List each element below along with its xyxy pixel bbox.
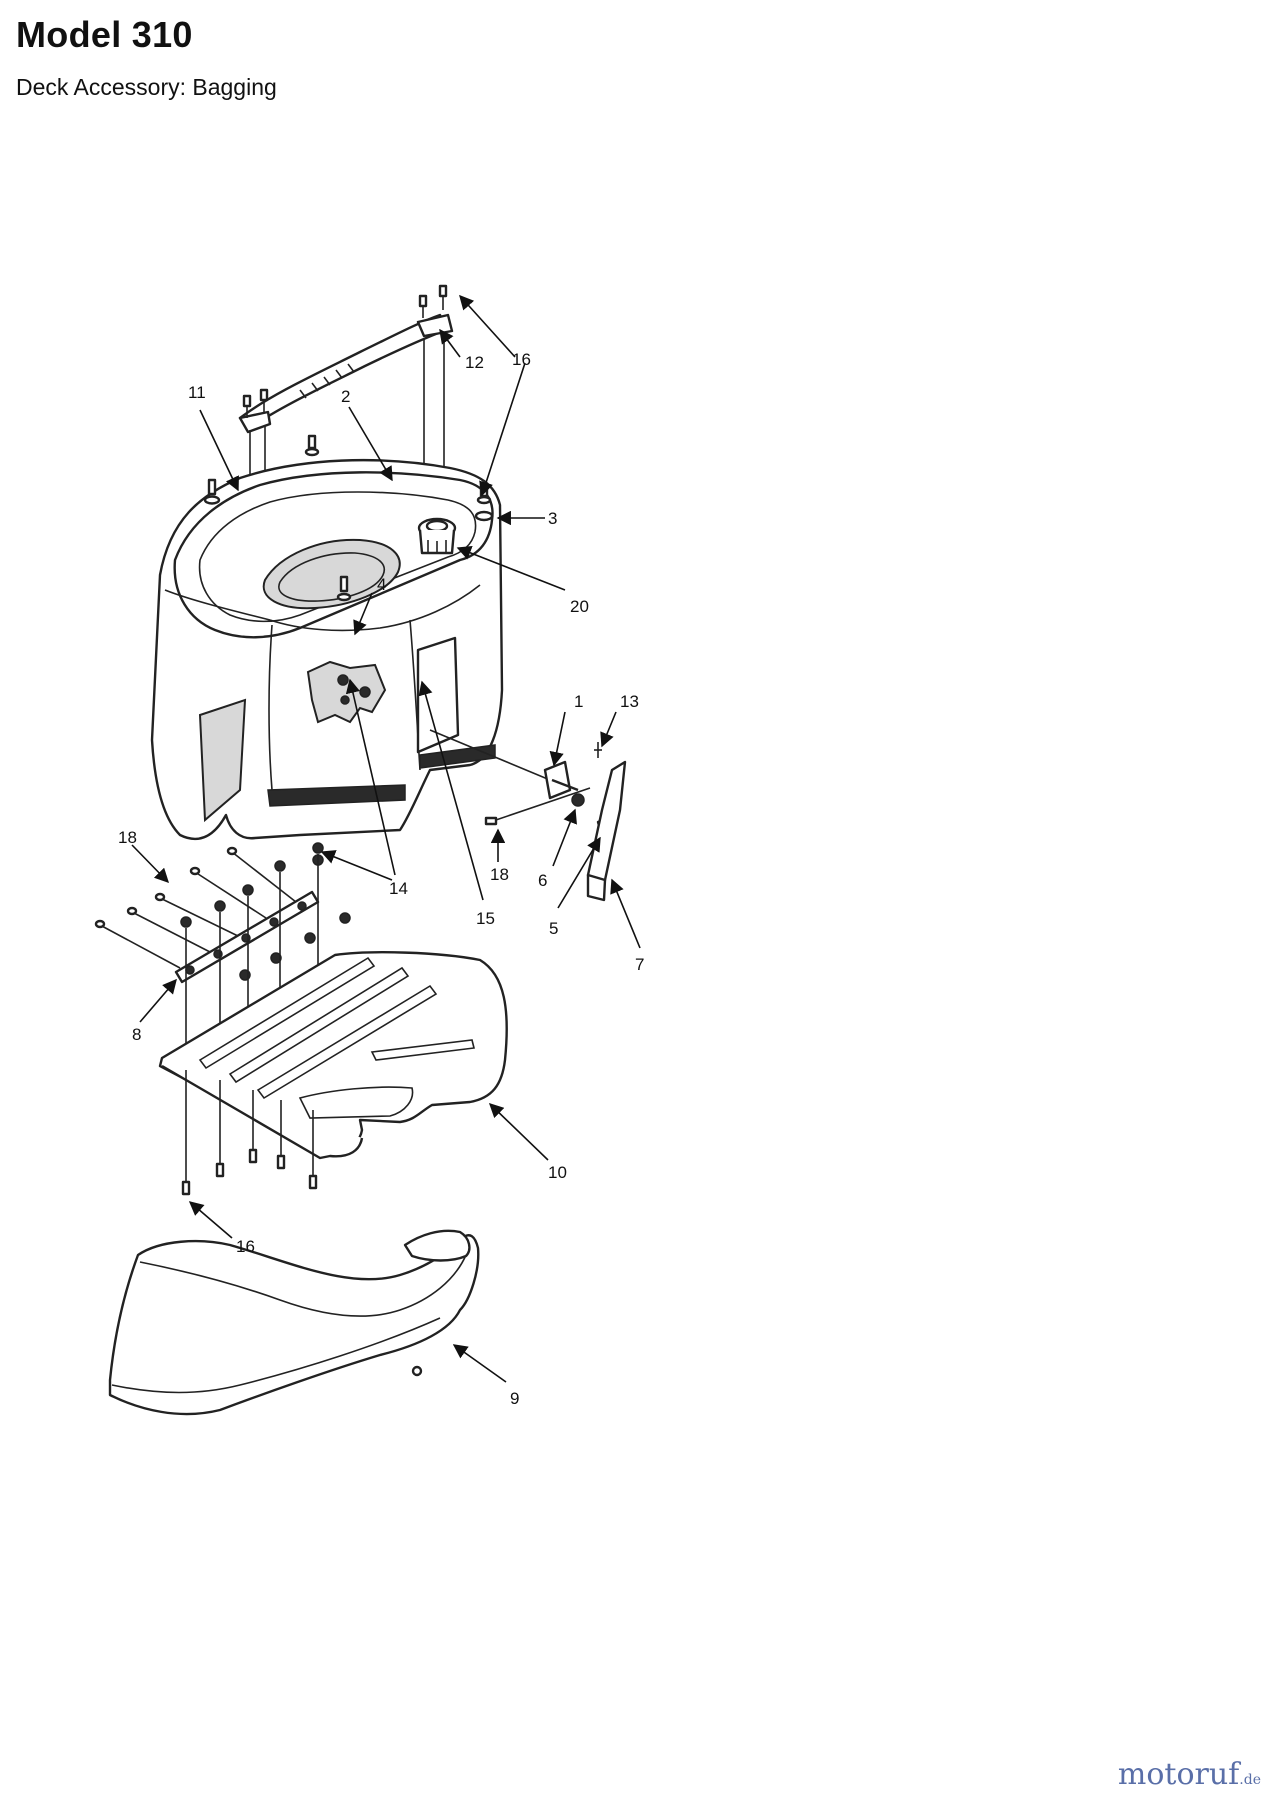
watermark-logo: motoruf.de (1118, 1757, 1261, 1792)
callout-13: 13 (620, 692, 639, 711)
callout-18-left: 18 (118, 828, 137, 847)
callout-numbers: 11 2 12 16 3 20 4 1 13 18 6 5 7 14 15 18… (118, 350, 644, 1408)
callout-8: 8 (132, 1025, 141, 1044)
callout-7: 7 (635, 955, 644, 974)
callout-10: 10 (548, 1163, 567, 1182)
callout-20: 20 (570, 597, 589, 616)
callout-16-top: 16 (512, 350, 531, 369)
callout-6: 6 (538, 871, 547, 890)
page-title: Model 310 (16, 14, 193, 55)
latch-assembly (429, 729, 627, 902)
watermark-tld: .de (1239, 1772, 1261, 1788)
bag-body (150, 458, 504, 841)
callout-18-right: 18 (490, 865, 509, 884)
bag-handle (238, 313, 454, 434)
bracket-bolts (94, 846, 297, 969)
callout-16-bottom: 16 (236, 1237, 255, 1256)
handle-grip-ribs (299, 363, 355, 399)
floor-plate (158, 951, 508, 1160)
floor-plate-ribs (198, 956, 475, 1100)
callout-14: 14 (389, 879, 408, 898)
callout-5: 5 (549, 919, 558, 938)
callout-4: 4 (377, 575, 386, 594)
callout-12: 12 (465, 353, 484, 372)
callout-9: 9 (510, 1389, 519, 1408)
leader-lines (131, 294, 641, 1383)
lower-cover (108, 1229, 480, 1416)
callout-11: 11 (188, 383, 206, 402)
callout-1: 1 (574, 692, 583, 711)
callout-3: 3 (548, 509, 557, 528)
page-subtitle: Deck Accessory: Bagging (16, 74, 277, 100)
bottom-bracket (94, 842, 351, 1050)
callout-2: 2 (341, 387, 350, 406)
floor-bolts (181, 1070, 318, 1196)
callout-15: 15 (476, 909, 495, 928)
watermark-brand: motoruf (1117, 1757, 1240, 1792)
